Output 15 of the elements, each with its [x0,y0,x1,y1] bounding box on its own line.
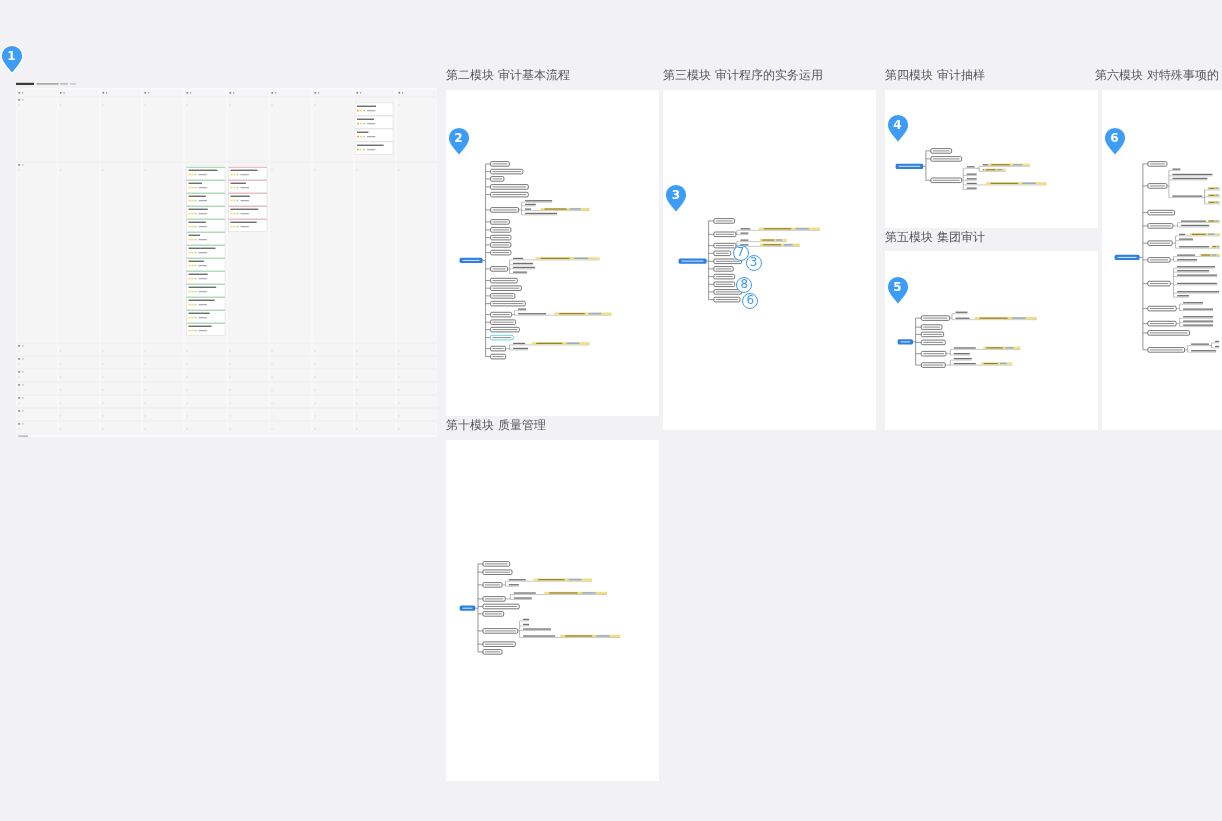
map-pin: 1 [0,44,24,75]
frame-title: 第三模块 审计程序的实务运用 [663,67,823,83]
map-pin: 4 [885,113,910,144]
frame-title: 第二模块 审计基本流程 [446,67,570,83]
numbered-circle: 3 [745,254,762,271]
frame-title: 第五模块 集团审计 [885,229,985,245]
numbered-circle: 8 [736,277,753,293]
map-pin: 2 [446,126,471,157]
frame-title: 第四模块 审计抽样 [885,67,985,83]
map-pin: 3 [664,183,688,214]
frame-title: 第六模块 对特殊事项的 [1095,67,1219,83]
frame-title: 第十模块 质量管理 [446,417,546,433]
map-pin: 5 [885,275,910,306]
map-pin: 6 [1102,126,1127,157]
numbered-circle: 6 [742,292,759,309]
